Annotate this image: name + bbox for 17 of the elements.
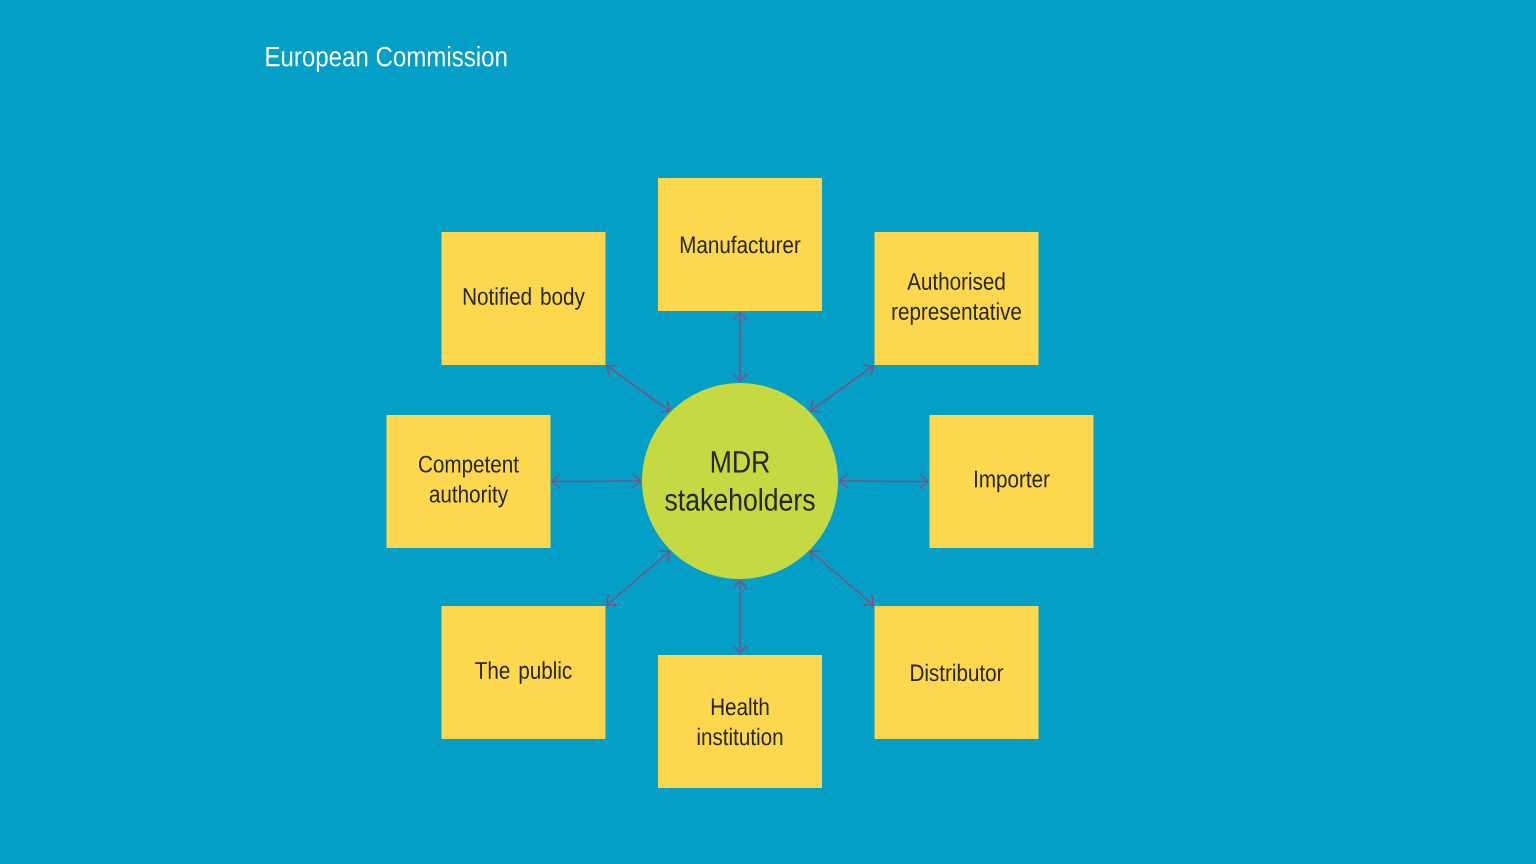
stakeholder-box: The public bbox=[441, 606, 606, 739]
stakeholder-box: Importer bbox=[929, 415, 1094, 548]
stakeholder-box: Distributor bbox=[874, 606, 1039, 739]
arrow bbox=[605, 550, 671, 606]
stakeholder-box: Health institution bbox=[658, 655, 822, 788]
arrow bbox=[809, 364, 875, 413]
arrow bbox=[809, 550, 875, 606]
arrow bbox=[732, 311, 748, 383]
stakeholder-box: Manufacturer bbox=[658, 178, 822, 311]
stakeholder-box: Notified body bbox=[441, 232, 606, 365]
arrow bbox=[838, 473, 930, 490]
stakeholder-box: Authorised representative bbox=[874, 232, 1039, 365]
arrow bbox=[732, 579, 748, 655]
heading-text: European Commission bbox=[266, 45, 507, 73]
arrow bbox=[605, 364, 671, 413]
stakeholder-box: Competent authority bbox=[386, 415, 551, 548]
arrow bbox=[550, 473, 642, 490]
